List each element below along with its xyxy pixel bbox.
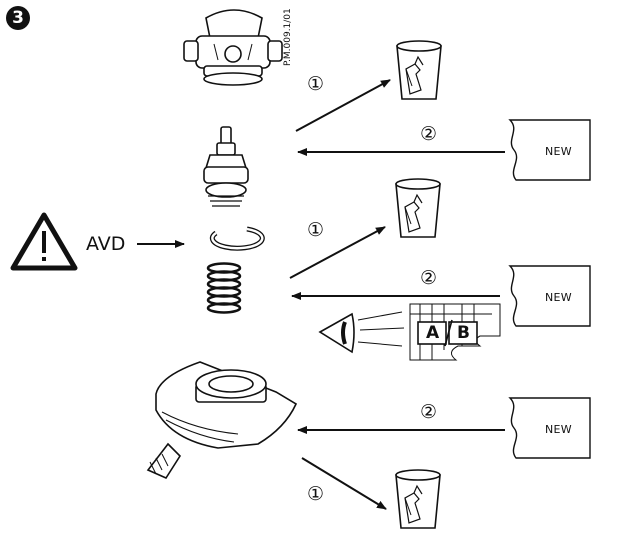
marker-replace-3: ② bbox=[420, 401, 438, 423]
valve-insert-part bbox=[203, 126, 249, 207]
marker-remove-1: ① bbox=[307, 73, 325, 95]
scale-label-a: A bbox=[426, 323, 440, 343]
arrow-remove-3 bbox=[301, 457, 387, 510]
waste-bin-icon bbox=[395, 469, 441, 529]
new-part-label: NEW bbox=[545, 145, 572, 158]
step-number-badge: 3 bbox=[6, 6, 30, 30]
scale-label-b: B bbox=[457, 323, 470, 343]
marker-replace-2: ② bbox=[420, 267, 438, 289]
spring-part bbox=[206, 262, 242, 314]
marker-replace-1: ② bbox=[420, 123, 438, 145]
valve-housing-part bbox=[146, 361, 298, 480]
warning-triangle-icon bbox=[10, 212, 78, 271]
waste-bin-icon bbox=[395, 178, 441, 238]
inspection-scale-card bbox=[409, 303, 501, 361]
arrow-remove-1 bbox=[295, 79, 391, 132]
inspect-eye-icon bbox=[318, 311, 405, 354]
marker-remove-3: ① bbox=[307, 483, 325, 505]
snap-ring-part bbox=[209, 226, 265, 251]
new-part-label: NEW bbox=[545, 423, 572, 436]
marker-remove-2: ① bbox=[307, 219, 325, 241]
arrow-remove-2 bbox=[289, 226, 386, 279]
new-part-label: NEW bbox=[545, 291, 572, 304]
warning-label: AVD bbox=[86, 233, 126, 255]
figure-code: P.M.009.1/01 bbox=[283, 8, 293, 66]
waste-bin-icon bbox=[396, 40, 442, 100]
valve-top-part bbox=[183, 9, 283, 86]
